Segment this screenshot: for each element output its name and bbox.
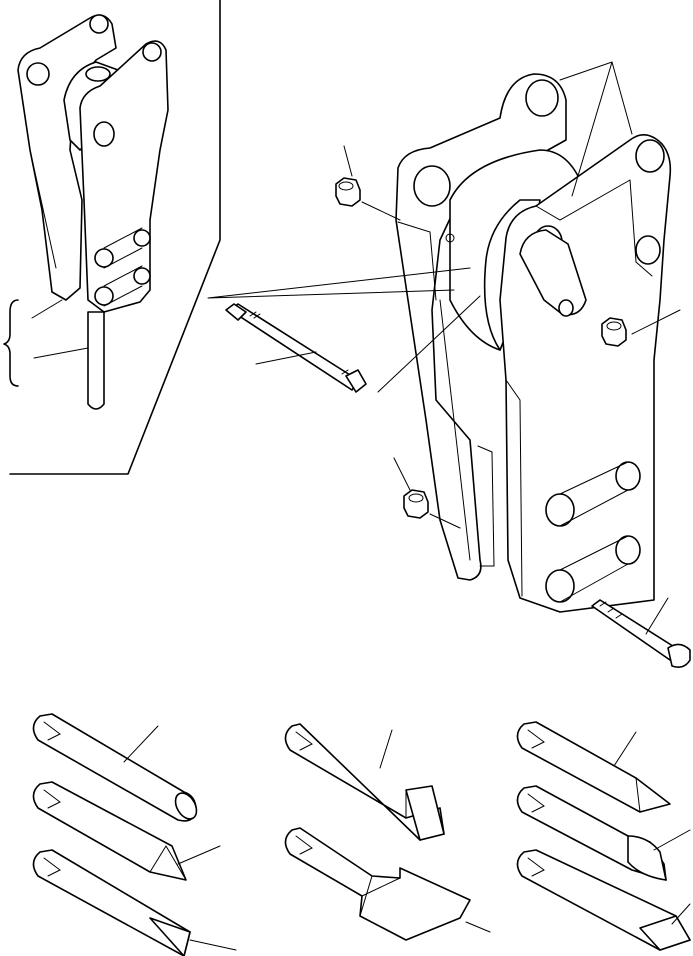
leader-tool-blunt — [123, 725, 159, 763]
inset-frame-line — [9, 0, 221, 475]
inset-chisel-tool — [87, 311, 105, 410]
leader-pin-to-bracket — [207, 267, 481, 393]
leader-tool-narrow-chisel — [189, 939, 237, 951]
inset-leader-1 — [31, 299, 63, 319]
leader-tool-wide-chisel — [671, 903, 691, 925]
main-right-bracket-plate — [499, 134, 672, 613]
tool-set — [32, 713, 691, 956]
leader-pin — [255, 351, 317, 365]
inset-right-bracket — [79, 40, 169, 313]
leader-nut-right — [631, 309, 681, 335]
tool-narrow-chisel — [32, 849, 237, 956]
main-exploded-view — [207, 61, 691, 668]
leader-top-right — [559, 61, 633, 197]
tool-spade-chisel — [284, 827, 491, 941]
leader-nut-bottom — [393, 457, 461, 529]
tool-moil-point — [32, 781, 221, 881]
main-long-pin — [225, 303, 367, 393]
main-nut-top — [335, 177, 361, 207]
main-bolt — [591, 599, 691, 668]
leader-tool-spade — [465, 921, 491, 933]
tool-wide-chisel — [516, 849, 691, 951]
tool-cross-cut-chisel — [284, 723, 445, 841]
main-left-bracket-plate — [395, 73, 567, 581]
leader-tool-conical — [613, 731, 637, 767]
inset-leader-2 — [33, 347, 89, 359]
leader-tool-moil-point — [177, 845, 221, 865]
inset-left-bracket — [17, 14, 117, 301]
tool-conical-point — [516, 721, 671, 813]
inset-brace-icon — [3, 299, 19, 387]
leader-nut-top — [343, 145, 401, 221]
tool-blunt — [32, 713, 198, 822]
main-nut-right — [601, 317, 627, 347]
tool-round-point — [516, 785, 691, 881]
inset-assembled-view — [3, 0, 221, 475]
main-nut-bottom — [403, 489, 429, 519]
leader-bolt — [645, 597, 669, 635]
leader-tool-cross-cut — [379, 729, 393, 769]
leader-tool-round-point — [653, 829, 691, 851]
